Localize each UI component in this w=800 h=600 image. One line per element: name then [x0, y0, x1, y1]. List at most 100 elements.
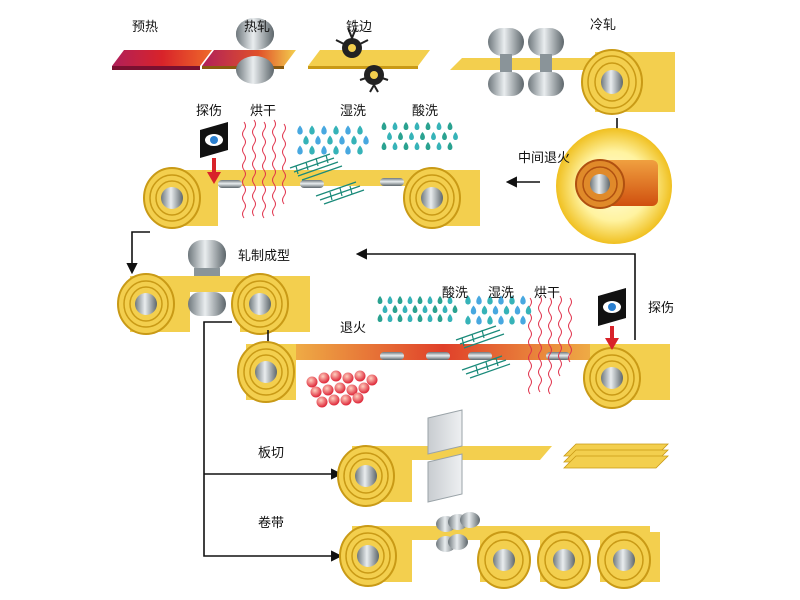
sheet-cut-line — [337, 445, 552, 507]
label-roll-forming: 轧制成型 — [238, 249, 291, 264]
water-drop — [397, 314, 403, 322]
label-coil-strip: 卷带 — [258, 516, 285, 531]
label-hot-roll: 热轧 — [244, 20, 271, 35]
wet-wash-drops-1 — [297, 125, 369, 155]
water-drop — [437, 296, 443, 304]
water-drop — [392, 142, 398, 150]
water-drop — [465, 315, 471, 325]
water-drop — [387, 314, 393, 322]
water-drop — [377, 296, 383, 304]
water-drop — [409, 132, 414, 140]
heater-ball — [316, 396, 328, 408]
water-drop — [403, 142, 409, 150]
heater-ball — [352, 392, 364, 404]
water-drop — [492, 305, 499, 315]
water-drop — [465, 295, 471, 305]
coil-strip-uncoiler — [339, 525, 412, 587]
flaw-detector-2 — [598, 288, 626, 350]
heater-ball — [340, 394, 352, 406]
line-2-guide-rollers — [218, 178, 404, 188]
line-2-uncoiler — [143, 167, 218, 229]
water-drop — [414, 142, 420, 150]
water-drop — [520, 295, 526, 305]
mill-cutter-bottom — [364, 65, 384, 85]
water-drop — [442, 132, 447, 140]
water-drop — [425, 142, 431, 150]
coil-strip-recoiler-2 — [537, 531, 591, 589]
label-pickle-1: 酸洗 — [412, 104, 439, 119]
arrow-to-roll-forming — [126, 231, 150, 275]
line-2-recoiler — [403, 167, 480, 229]
wash-brushes-2 — [455, 325, 511, 379]
water-drop — [498, 315, 504, 325]
water-drop — [432, 305, 438, 313]
wet-wash-drops-2 — [465, 295, 532, 325]
cut-sheet-stack — [563, 443, 669, 469]
water-drop — [351, 135, 357, 145]
water-drop — [503, 305, 510, 315]
water-drop — [321, 125, 327, 135]
water-drop — [417, 296, 423, 304]
water-drop — [357, 125, 363, 135]
edge-mill-stand — [308, 27, 430, 93]
arrow-return-to-roll-forming — [355, 248, 636, 340]
shear-blades — [427, 409, 463, 503]
water-drop — [392, 305, 398, 313]
label-wet-wash-1: 湿洗 — [340, 104, 367, 119]
water-drop — [297, 145, 303, 155]
water-drop — [403, 122, 409, 130]
wash-brushes-1 — [289, 153, 365, 205]
cold-roll-stand — [450, 28, 675, 115]
water-drop — [437, 314, 443, 322]
water-drop — [333, 125, 339, 135]
water-drop — [309, 145, 315, 155]
slitter-rollers — [436, 512, 480, 552]
water-drop — [414, 122, 420, 130]
label-anneal: 退火 — [340, 321, 367, 336]
anneal-line-recoiler — [583, 344, 670, 409]
label-edge-mill: 铣边 — [346, 20, 373, 35]
heater-ball — [310, 386, 322, 398]
water-drop — [476, 315, 482, 325]
heater-ball — [366, 374, 378, 386]
water-drop — [402, 305, 408, 313]
water-drop — [363, 135, 369, 145]
water-drop — [333, 145, 339, 155]
water-drop — [392, 122, 398, 130]
water-drop — [297, 125, 303, 135]
water-drop — [520, 315, 526, 325]
water-drop — [407, 314, 413, 322]
water-drop — [487, 295, 493, 305]
water-drop — [436, 142, 442, 150]
pickle-drops-2 — [377, 296, 458, 322]
water-drop — [422, 305, 428, 313]
arrow-trunk-to-coil-strip — [203, 321, 343, 562]
heater-ball — [328, 394, 340, 406]
heater-ball — [342, 372, 354, 384]
water-drop — [425, 122, 431, 130]
water-drop — [509, 295, 515, 305]
preheat-slab — [112, 50, 212, 70]
pickle-drops-1 — [381, 122, 458, 150]
water-drop — [431, 132, 436, 140]
water-drop — [387, 296, 393, 304]
heater-ball — [354, 370, 366, 382]
water-drop — [487, 315, 493, 325]
water-drop — [382, 305, 388, 313]
coil-strip-recoiler-3 — [597, 531, 660, 589]
water-drop — [357, 145, 363, 155]
water-drop — [398, 132, 403, 140]
heater-ball — [346, 384, 358, 396]
water-drop — [447, 122, 453, 130]
water-drop — [509, 315, 515, 325]
label-wet-wash-2: 湿洗 — [488, 286, 515, 301]
label-sheet-cut: 板切 — [258, 446, 285, 461]
intermediate-anneal-furnace — [556, 128, 672, 244]
hot-roll-stand — [202, 18, 296, 84]
water-drop — [309, 125, 315, 135]
heater-ball — [322, 384, 334, 396]
water-drop — [453, 132, 458, 140]
water-drop — [498, 295, 504, 305]
water-drop — [397, 296, 403, 304]
